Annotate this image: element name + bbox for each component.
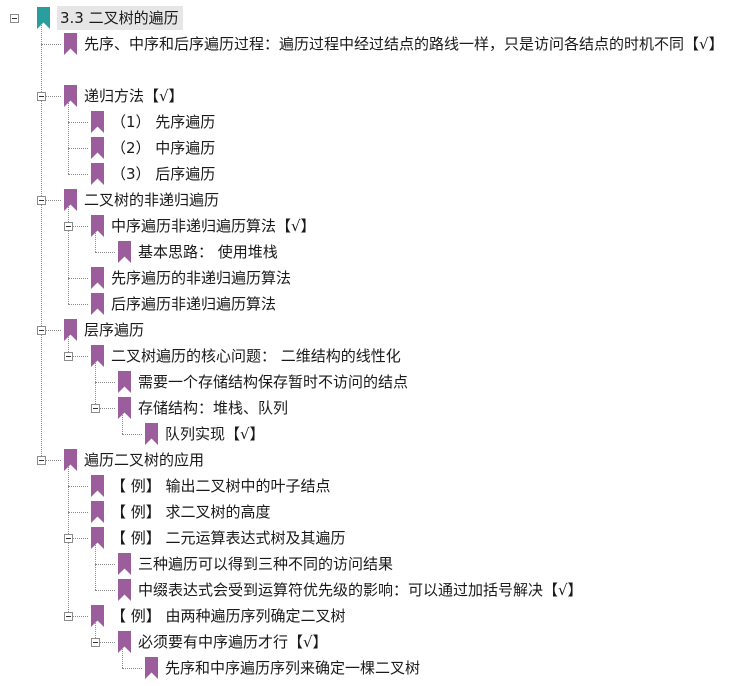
tree-node-label[interactable]: 三种遍历可以得到三种不同的访问结果 bbox=[138, 555, 394, 573]
tree-node-label[interactable]: 【 例】 由两种遍历序列确定二叉树 bbox=[111, 607, 346, 625]
tree-node-label[interactable]: 存储结构：堆栈、队列 bbox=[138, 399, 289, 417]
tree-connector-h bbox=[95, 408, 115, 409]
tree-node-label[interactable]: 递归方法【√】 bbox=[84, 87, 184, 105]
tree-node-label[interactable]: 二叉树遍历的核心问题： 二维结构的线性化 bbox=[111, 347, 401, 365]
collapse-toggle-minus-icon[interactable] bbox=[37, 326, 46, 335]
tree-connector-h bbox=[41, 200, 61, 201]
bookmark-icon bbox=[89, 267, 104, 289]
tree-node-label[interactable]: 【 例】 输出二叉树中的叶子结点 bbox=[111, 477, 331, 495]
tree-connector-v bbox=[95, 230, 96, 252]
tree-node-label[interactable]: 中缀表达式会受到运算符优先级的影响：可以通过加括号解决【√】 bbox=[138, 581, 583, 599]
bookmark-icon bbox=[116, 631, 131, 653]
tree-connector-v bbox=[68, 100, 69, 174]
tree-node-label[interactable]: （2） 中序遍历 bbox=[111, 139, 216, 157]
bookmark-icon bbox=[62, 85, 77, 107]
bookmark-icon bbox=[89, 215, 104, 237]
tree-connector-h bbox=[68, 356, 88, 357]
tree-node-label[interactable]: 队列实现【√】 bbox=[165, 425, 265, 443]
tree-connector-h bbox=[68, 174, 88, 175]
bookmark-icon bbox=[143, 423, 158, 445]
bookmark-icon bbox=[62, 33, 77, 55]
tree-connector-v bbox=[41, 22, 42, 460]
collapse-toggle-minus-icon[interactable] bbox=[37, 456, 46, 465]
bookmark-icon bbox=[89, 163, 104, 185]
collapse-toggle-minus-icon[interactable] bbox=[64, 612, 73, 621]
tree-connector-v bbox=[122, 412, 123, 434]
tree-connector-v bbox=[122, 646, 123, 668]
tree-connector-h bbox=[122, 668, 142, 669]
bookmark-icon bbox=[89, 111, 104, 133]
tree-connector-h bbox=[68, 226, 88, 227]
tree-connector-h bbox=[41, 460, 61, 461]
collapse-toggle-minus-icon[interactable] bbox=[37, 92, 46, 101]
tree-connector-h bbox=[68, 122, 88, 123]
tree-connector-h bbox=[95, 252, 115, 253]
tree-node-label[interactable]: 【 例】 求二叉树的高度 bbox=[111, 503, 271, 521]
tree-connector-h bbox=[68, 304, 88, 305]
bookmark-icon bbox=[116, 371, 131, 393]
tree-connector-v bbox=[95, 620, 96, 642]
tree-connector-h bbox=[95, 590, 115, 591]
tree-node-label[interactable]: 后序遍历非递归遍历算法 bbox=[111, 295, 277, 313]
tree-node-label[interactable]: 基本思路： 使用堆栈 bbox=[138, 243, 278, 261]
collapse-toggle-minus-icon[interactable] bbox=[91, 638, 100, 647]
collapse-toggle-minus-icon[interactable] bbox=[37, 196, 46, 205]
collapse-toggle-minus-icon[interactable] bbox=[64, 534, 73, 543]
collapse-toggle-minus-icon[interactable] bbox=[91, 404, 100, 413]
tree-node-label[interactable]: （3） 后序遍历 bbox=[111, 165, 216, 183]
bookmark-icon bbox=[89, 345, 104, 367]
tree-node-label[interactable]: 层序遍历 bbox=[84, 321, 145, 339]
tree-connector-h bbox=[68, 538, 88, 539]
tree-connector-v bbox=[95, 542, 96, 590]
bookmark-icon bbox=[62, 449, 77, 471]
tree-connector-h bbox=[68, 616, 88, 617]
bookmark-icon bbox=[89, 293, 104, 315]
tree-node-label[interactable]: 必须要有中序遍历才行【√】 bbox=[138, 633, 328, 651]
tree-node-label[interactable]: 需要一个存储结构保存暂时不访问的结点 bbox=[138, 373, 409, 391]
tree-node-label[interactable]: 【 例】 二元运算表达式树及其遍历 bbox=[111, 529, 346, 547]
tree-node-label[interactable]: 先序和中序遍历序列来确定一棵二叉树 bbox=[165, 659, 421, 677]
tree-connector-h bbox=[95, 382, 115, 383]
root-node-title[interactable]: 3.3 二叉树的遍历 bbox=[57, 6, 183, 30]
tree-node-label[interactable]: 遍历二叉树的应用 bbox=[84, 451, 205, 469]
tree-connector-h bbox=[41, 44, 61, 45]
tree-connector-h bbox=[122, 434, 142, 435]
bookmark-icon bbox=[89, 137, 104, 159]
root-bookmark-icon bbox=[35, 7, 50, 29]
collapse-toggle-minus-icon[interactable] bbox=[64, 352, 73, 361]
bookmark-icon bbox=[89, 475, 104, 497]
bookmark-icon bbox=[116, 553, 131, 575]
tree-connector-h bbox=[41, 96, 61, 97]
tree-connector-h bbox=[41, 330, 61, 331]
tree-node-label[interactable]: 先序遍历的非递归遍历算法 bbox=[111, 269, 292, 287]
bookmark-icon bbox=[89, 527, 104, 549]
bookmark-icon bbox=[143, 657, 158, 679]
tree-connector-v bbox=[68, 204, 69, 304]
bookmark-icon bbox=[116, 241, 131, 263]
tree-connector-h bbox=[68, 512, 88, 513]
tree-connector-h bbox=[68, 278, 88, 279]
tree-connector-v bbox=[68, 334, 69, 356]
collapse-toggle-minus-icon[interactable] bbox=[64, 222, 73, 231]
bookmark-icon bbox=[89, 501, 104, 523]
tree-node-label[interactable]: 先序、中序和后序遍历过程：遍历过程中经过结点的路线一样，只是访问各结点的时机不同… bbox=[84, 35, 724, 53]
bookmark-icon bbox=[116, 579, 131, 601]
tree-connector-h bbox=[68, 148, 88, 149]
tree-connector-h bbox=[95, 564, 115, 565]
collapse-toggle-minus-icon[interactable] bbox=[10, 14, 19, 23]
tree-node-label[interactable]: （1） 先序遍历 bbox=[111, 113, 216, 131]
tree-connector-h bbox=[95, 642, 115, 643]
tree-connector-v bbox=[95, 360, 96, 408]
bookmark-icon bbox=[62, 189, 77, 211]
bookmark-icon bbox=[116, 397, 131, 419]
tree-node-label[interactable]: 中序遍历非递归遍历算法【√】 bbox=[111, 217, 316, 235]
tree-node-label[interactable]: 二叉树的非递归遍历 bbox=[84, 191, 220, 209]
tree-connector-h bbox=[68, 486, 88, 487]
bookmark-icon bbox=[62, 319, 77, 341]
bookmark-icon bbox=[89, 605, 104, 627]
